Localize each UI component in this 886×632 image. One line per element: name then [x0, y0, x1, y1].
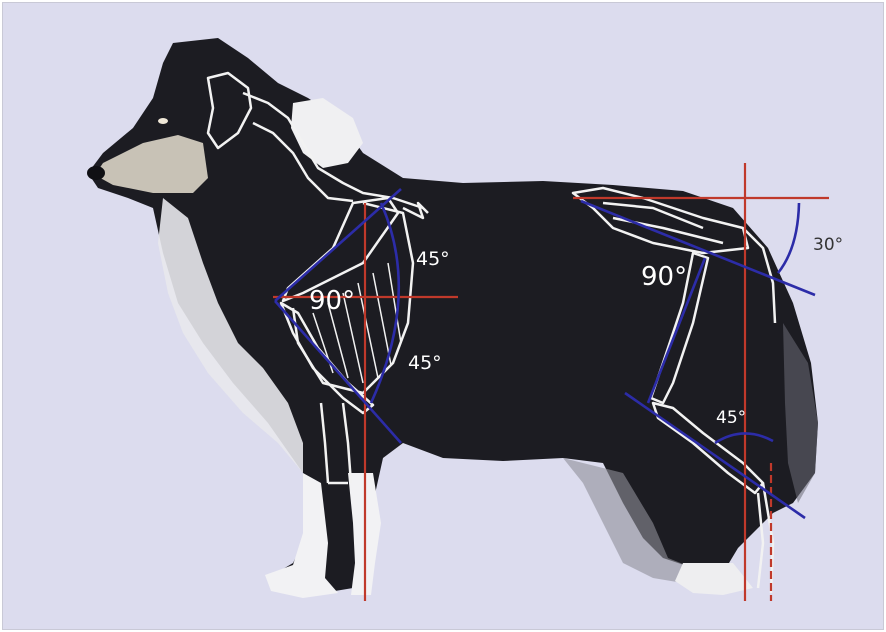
dog-eye: [158, 118, 168, 124]
shoulder-right-angle-label: 90°: [309, 286, 355, 316]
shoulder-upper-angle-label: 45°: [416, 248, 450, 270]
dog-nose: [87, 166, 105, 180]
stifle-angle-label: 90°: [641, 262, 687, 292]
collie-angulation-diagram: 45° 90° 45° 30° 90° 45°: [3, 3, 883, 629]
pelvis-angle-label: 30°: [813, 235, 843, 255]
hock-angle-label: 45°: [716, 408, 746, 428]
shoulder-lower-angle-label: 45°: [408, 352, 442, 374]
